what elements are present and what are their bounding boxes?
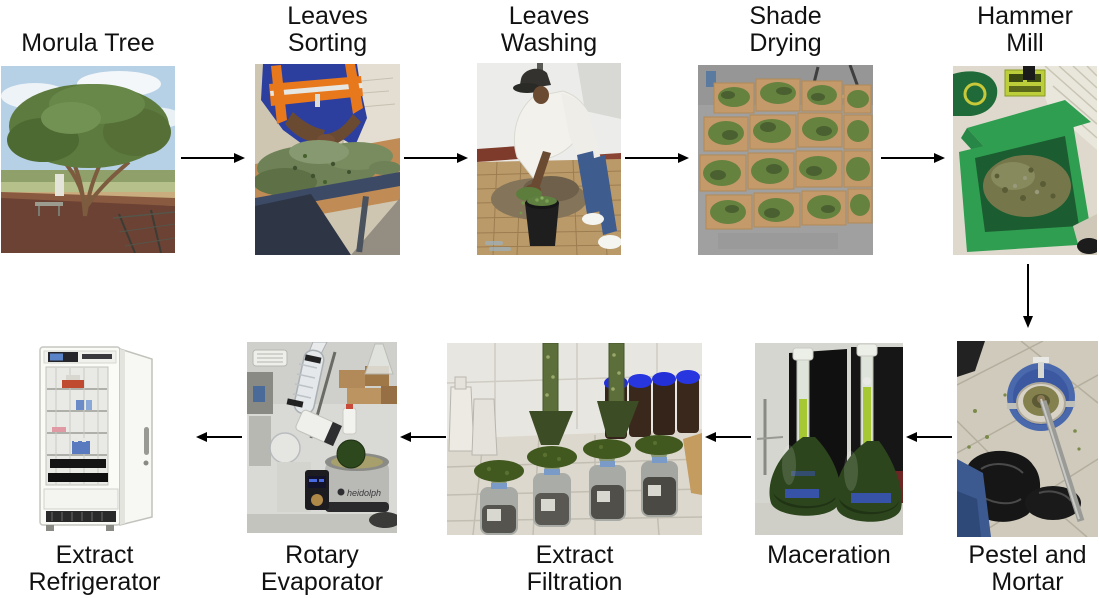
arrow-maceration-to-filtration (705, 429, 751, 450)
extract-filtration-photo (447, 343, 702, 535)
leaves-washing-photo (477, 63, 621, 255)
pestel-and-mortar-photo (957, 341, 1098, 537)
hammer-mill-photo (953, 66, 1097, 255)
maceration-photo (755, 343, 903, 535)
arrow-filtration-to-evaporator (400, 429, 446, 450)
arrow-mortar-to-maceration (906, 429, 952, 450)
arrow-tree-to-sorting (181, 150, 245, 171)
arrow-mill-to-mortar (1020, 264, 1036, 333)
arrow-sorting-to-washing (404, 150, 468, 171)
rotary-evaporator-photo: heidolph (247, 342, 397, 533)
heidolph-logo (337, 488, 345, 496)
arrow-drying-to-mill (881, 150, 945, 171)
caption-maceration: Maceration (767, 541, 891, 569)
heidolph-brand-text: heidolph (347, 488, 381, 498)
shade-drying-photo (698, 65, 873, 255)
leaves-sorting-photo (255, 64, 400, 255)
extract-refrigerator-photo (32, 341, 158, 538)
morula-tree-photo (1, 66, 175, 253)
arrow-washing-to-drying (625, 150, 689, 171)
caption-morula-tree: Morula Tree (21, 29, 155, 57)
arrow-evaporator-to-refrigerator (196, 429, 242, 450)
